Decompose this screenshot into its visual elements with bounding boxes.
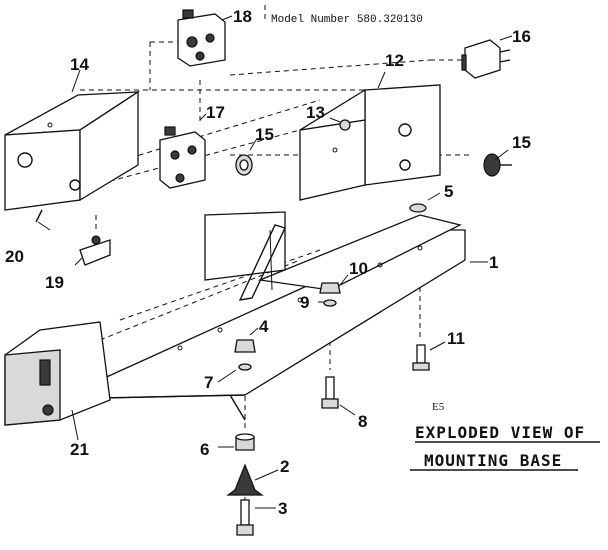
part-21-motor: [4, 321, 111, 426]
part-11-bolt: [412, 344, 430, 371]
part-7-washer: [238, 363, 252, 371]
callout-21: 21: [70, 440, 89, 459]
callout-13: 13: [306, 103, 325, 122]
callout-20: 20: [5, 247, 24, 266]
part-10-nut: [319, 282, 341, 294]
callout-6: 6: [200, 440, 209, 459]
callout-14: 14: [70, 55, 89, 74]
part-16-plug: [461, 39, 511, 79]
motor-bracket: [204, 211, 286, 301]
callout-4: 4: [259, 317, 269, 336]
part-12-cover: [299, 84, 441, 201]
callout-10: 10: [349, 259, 368, 278]
part-3-bolt: [236, 499, 254, 536]
callout-7: 7: [204, 373, 213, 392]
model-number-label: Model Number 580.320130: [271, 14, 423, 26]
callout-15-right: 15: [512, 133, 531, 152]
callout-8: 8: [358, 412, 367, 431]
callout-3: 3: [278, 499, 287, 518]
part-6-nut: [235, 433, 255, 451]
part-9-washer: [323, 299, 337, 307]
part-15-grommet-left: [235, 154, 253, 176]
part-19-clip: [79, 235, 111, 266]
callout-11: 11: [447, 329, 465, 348]
part-8-bolt: [321, 376, 339, 409]
title-line-1: EXPLODED VIEW OF: [415, 423, 585, 442]
part-5-washer: [409, 203, 427, 213]
callout-9: 9: [300, 293, 309, 312]
callout-19: 19: [45, 273, 64, 292]
callout-16: 16: [512, 27, 531, 46]
callout-5: 5: [444, 182, 453, 201]
part-14-housing: [4, 90, 141, 211]
callout-2: 2: [280, 457, 289, 476]
callout-15-left: 15: [255, 125, 274, 144]
part-17-block: [159, 126, 206, 189]
sheet-code: E5: [432, 401, 445, 413]
callout-17: 17: [206, 103, 225, 122]
part-20-screw: [35, 209, 43, 223]
part-18-switch: [177, 9, 226, 67]
part-2-foot: [226, 463, 264, 496]
callout-18: 18: [233, 7, 252, 26]
part-4-nut: [234, 339, 256, 353]
part-1-base-rail: [99, 214, 466, 421]
callout-12: 12: [385, 51, 404, 70]
callout-1: 1: [489, 253, 498, 272]
title-line-2: MOUNTING BASE: [424, 451, 562, 470]
part-13-screw: [339, 119, 351, 131]
callout-leaders: [37, 15, 513, 509]
